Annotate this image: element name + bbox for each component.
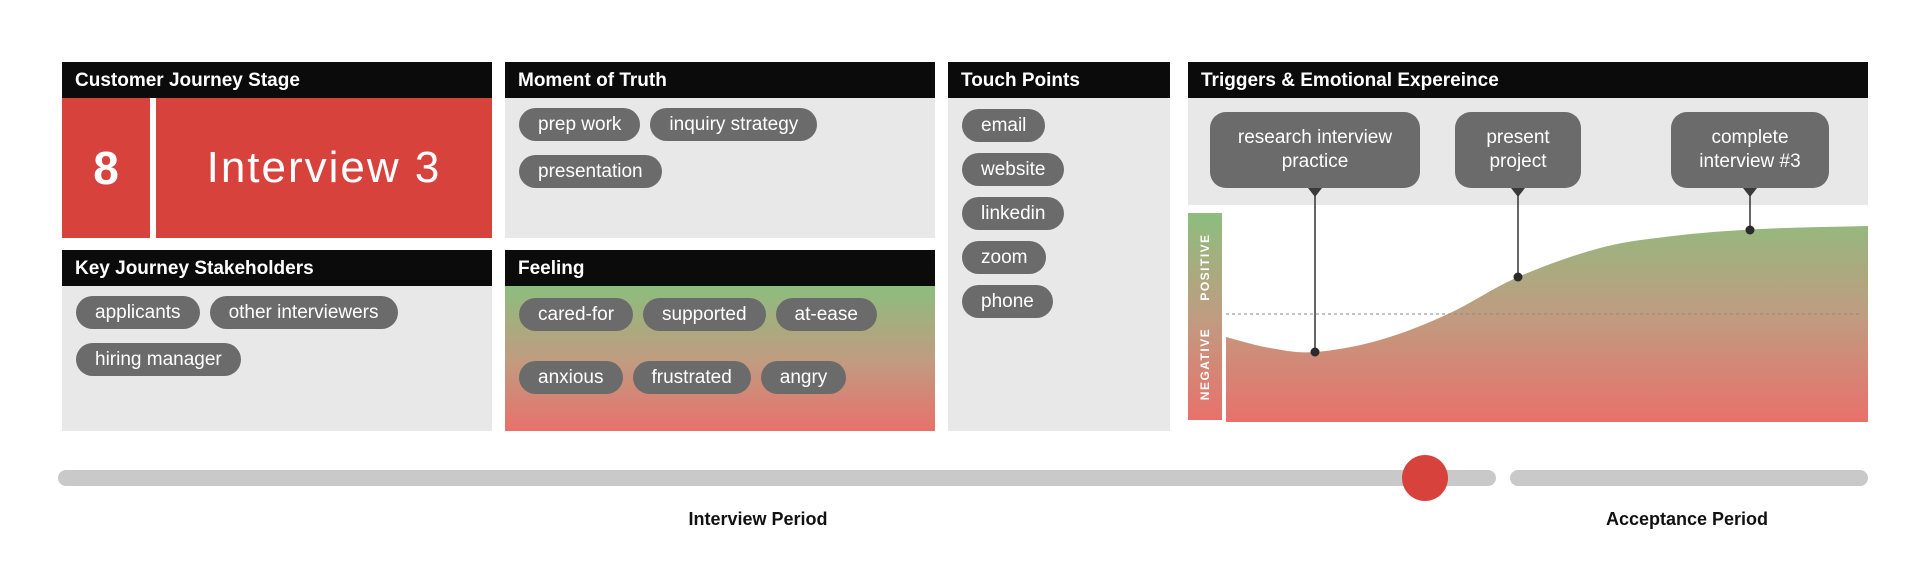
moment-of-truth-tag: inquiry strategy: [650, 108, 818, 141]
moment-of-truth-header: Moment of Truth: [505, 62, 935, 98]
feeling-body: cared-for supported at-ease anxious frustra…: [505, 286, 935, 431]
stage-divider: [150, 98, 156, 238]
acceptance-period-label: Acceptance Period: [1605, 509, 1769, 529]
triggers-header: Triggers & Emotional Expereince: [1188, 62, 1868, 98]
stage-name: Interview 3: [206, 143, 442, 192]
feeling-positive-row: cared-for supported at-ease: [519, 298, 921, 331]
touch-point-tag: phone: [962, 285, 1053, 318]
timeline-track-interview: [58, 470, 1496, 486]
touch-point-tag: zoom: [962, 241, 1047, 274]
emotion-curve-chart: [1226, 194, 1868, 422]
stakeholders-header: Key Journey Stakeholders: [62, 250, 492, 286]
stakeholder-tag: hiring manager: [76, 343, 241, 376]
moment-of-truth-tag: presentation: [519, 155, 662, 188]
journey-stage-header: Customer Journey Stage: [62, 62, 492, 98]
moment-of-truth-tag: prep work: [519, 108, 641, 141]
stage-number: 8: [93, 142, 119, 194]
interview-period-label: Interview Period: [688, 509, 828, 529]
trigger-callout-3: complete interview #3: [1671, 112, 1829, 188]
feeling-negative-tag: anxious: [519, 361, 623, 394]
touch-points-body: email website linkedin zoom phone: [948, 98, 1170, 431]
feeling-negative-tag: angry: [760, 361, 847, 394]
emotion-axis: POSITIVE NEGATIVE: [1188, 213, 1222, 420]
touch-point-tag: website: [962, 153, 1065, 186]
feeling-negative-tag: frustrated: [632, 361, 751, 394]
feeling-positive-tag: supported: [643, 298, 766, 331]
stakeholder-tag: applicants: [76, 296, 200, 329]
timeline-position-knob[interactable]: [1402, 455, 1448, 501]
journey-stage-card: 8 Interview 3: [62, 98, 492, 238]
feeling-positive-tag: at-ease: [775, 298, 877, 331]
feeling-header: Feeling: [505, 250, 935, 286]
trigger-callout-1: research interview practice: [1210, 112, 1420, 188]
touch-point-tag: linkedin: [962, 197, 1065, 230]
stakeholder-tag: other interviewers: [209, 296, 398, 329]
timeline-track-acceptance: [1510, 470, 1868, 486]
touch-points-header: Touch Points: [948, 62, 1170, 98]
trigger-callout-2: present project: [1455, 112, 1581, 188]
moment-of-truth-body: prep work inquiry strategy presentation: [505, 98, 935, 238]
feeling-positive-tag: cared-for: [519, 298, 634, 331]
stakeholders-body: applicants other interviewers hiring manag…: [62, 286, 492, 431]
feeling-negative-row: anxious frustrated angry: [519, 361, 921, 394]
touch-point-tag: email: [962, 109, 1046, 142]
